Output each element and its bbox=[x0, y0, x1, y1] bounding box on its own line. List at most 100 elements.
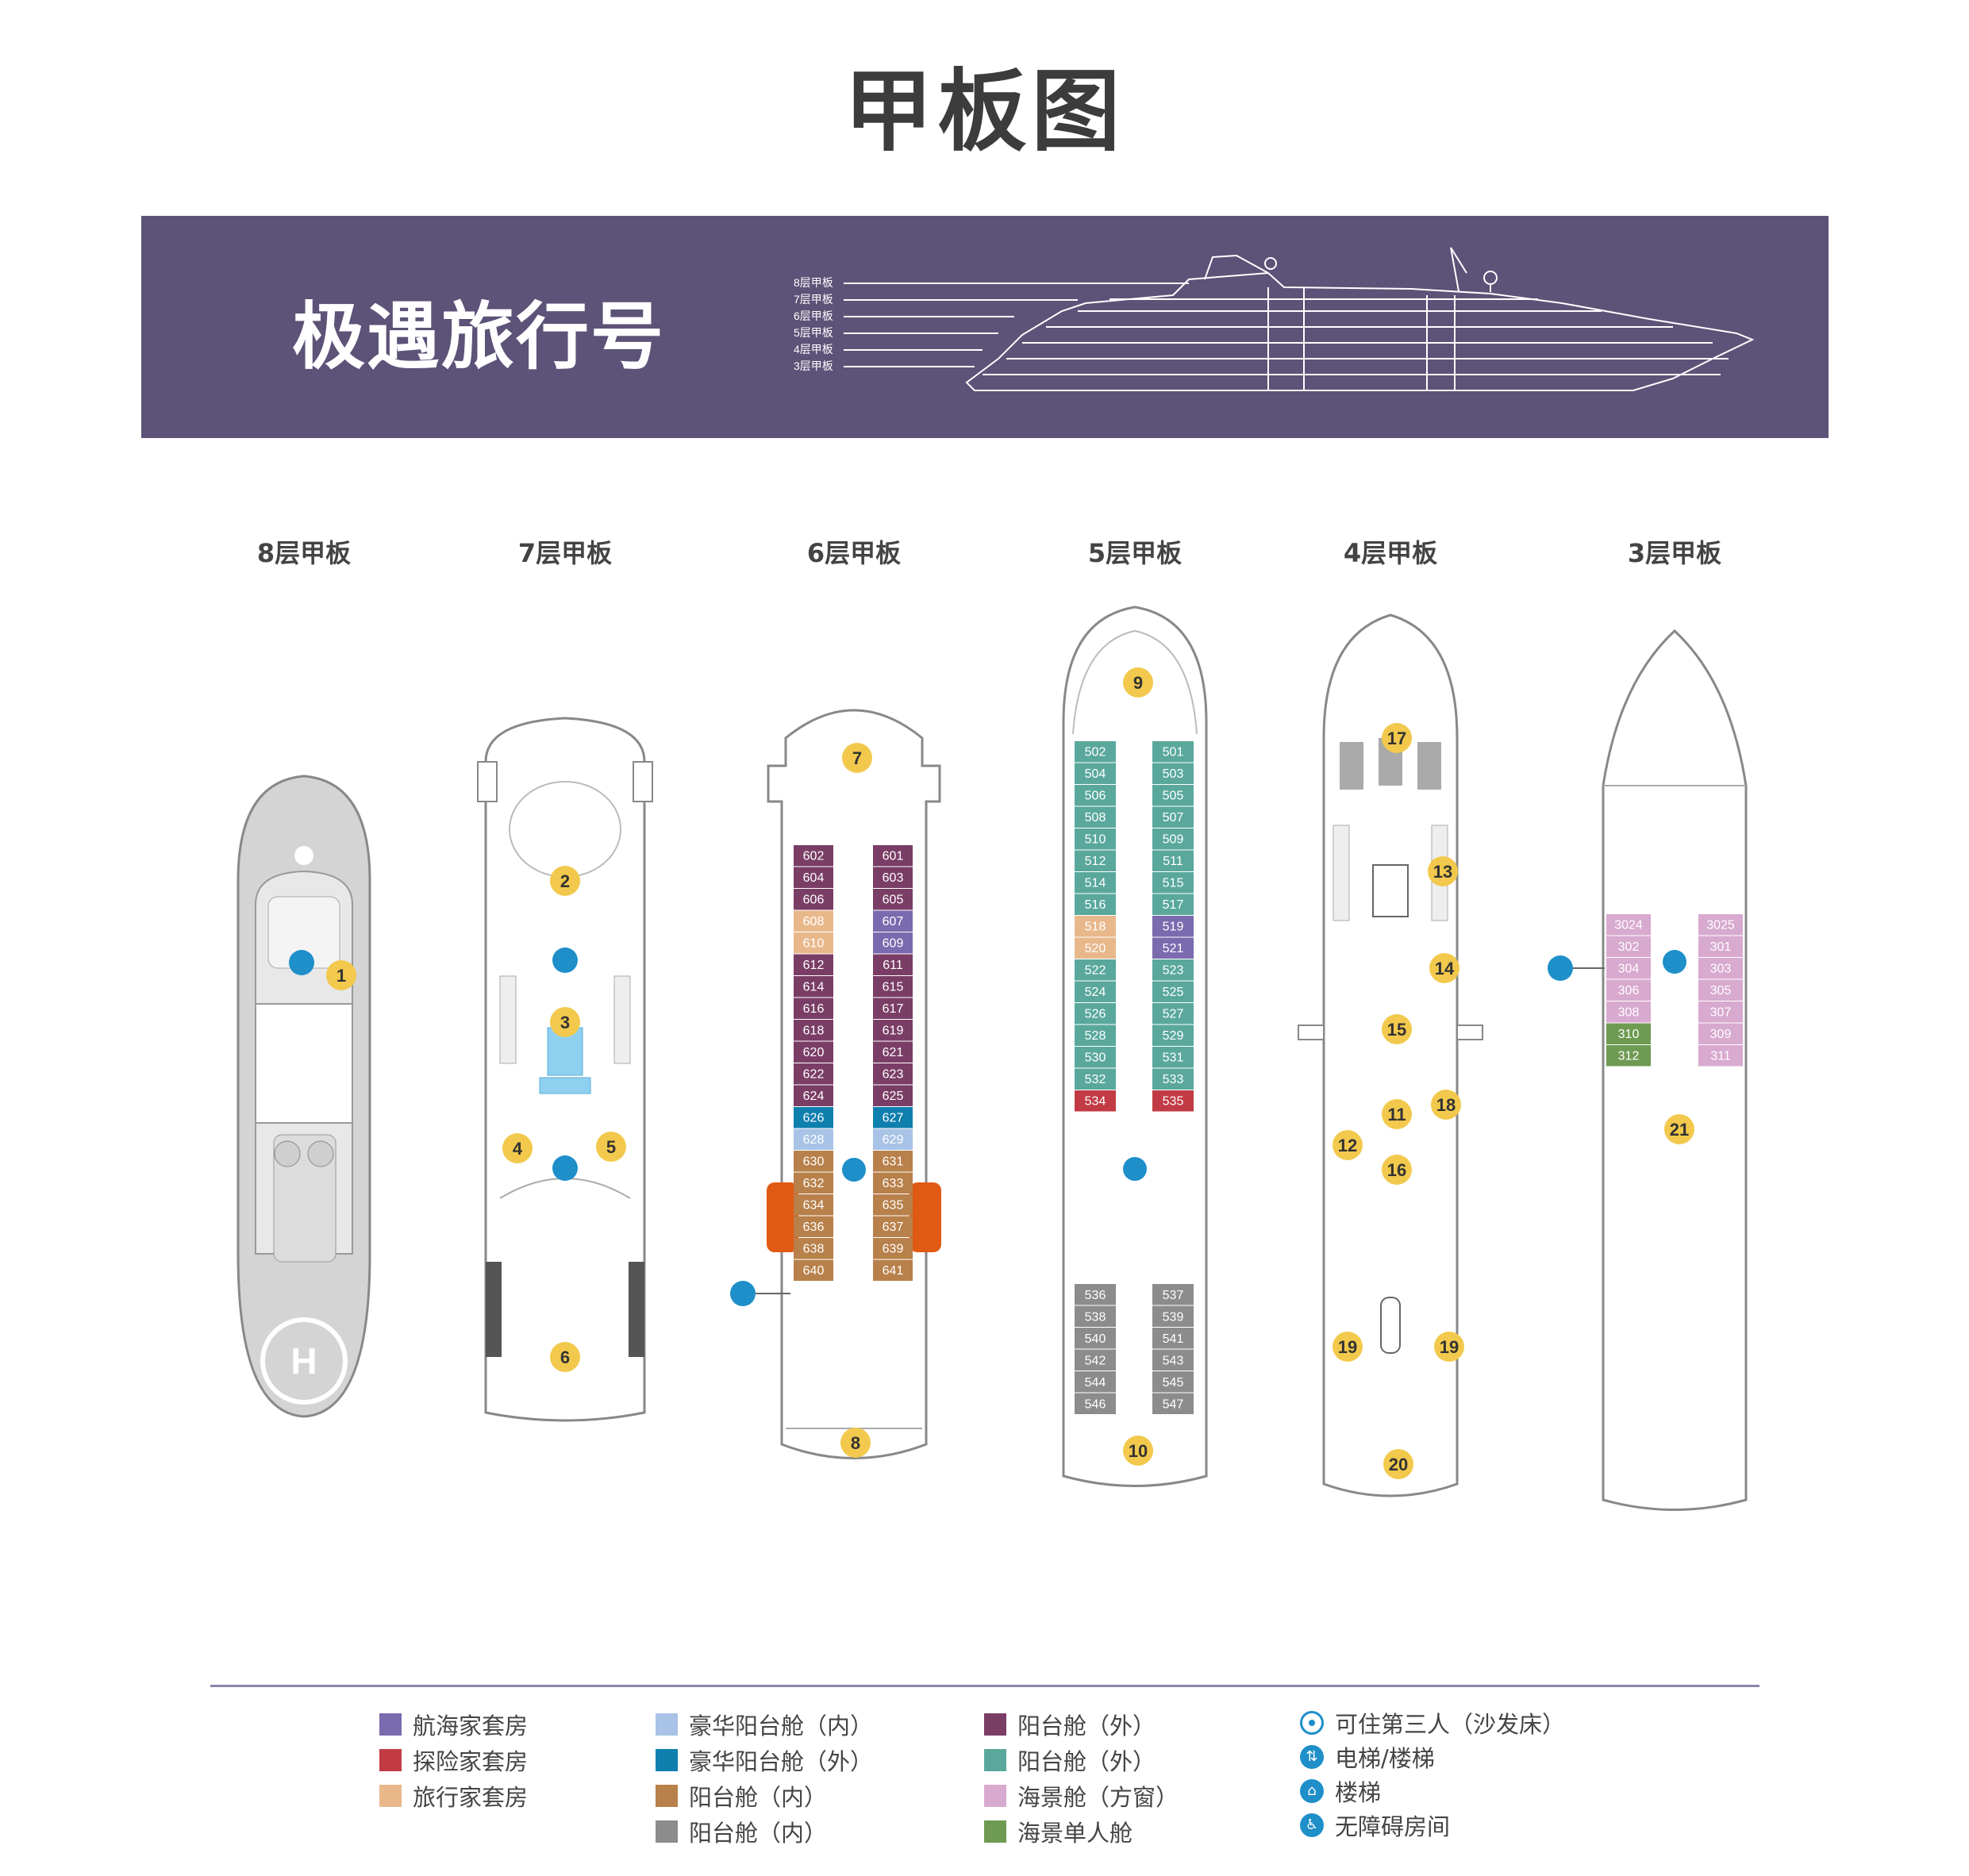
legend-label: 海景舱（方窗） bbox=[1017, 1784, 1179, 1811]
cabin-number: 311 bbox=[1710, 1050, 1731, 1063]
cabin-cell bbox=[1606, 1045, 1651, 1067]
profile-deck-label: 5层甲板 bbox=[794, 326, 833, 339]
cabin-cell bbox=[1152, 1305, 1194, 1327]
cabin-cell bbox=[1606, 979, 1651, 1001]
cabin-cell bbox=[873, 845, 913, 867]
cabin-cell bbox=[873, 932, 913, 954]
cabin-cell bbox=[794, 1041, 833, 1063]
cabin-cell bbox=[1075, 1284, 1116, 1305]
cabin-number: 304 bbox=[1618, 963, 1640, 976]
cabin-cell bbox=[1152, 850, 1194, 871]
cabin-cell bbox=[873, 1128, 913, 1150]
legend-label: 电梯/楼梯 bbox=[1335, 1745, 1435, 1772]
elevator-icon bbox=[1123, 1157, 1147, 1181]
deck-8-plan: H bbox=[237, 775, 371, 1418]
cabin-number: 525 bbox=[1163, 986, 1184, 999]
cabin-cell bbox=[1075, 1003, 1116, 1024]
cabin-cell bbox=[794, 1172, 833, 1194]
legend-item: ♿无障碍房间 bbox=[1300, 1809, 1450, 1842]
cabin-cell bbox=[873, 889, 913, 910]
legend-label: 旅行家套房 bbox=[413, 1784, 529, 1811]
cabin-cell bbox=[873, 1238, 913, 1259]
deck-5-plan: 5025045065085105125145165185205225245265… bbox=[1062, 605, 1208, 1487]
cabin-cell bbox=[794, 910, 833, 932]
profile-deck-label: 3层甲板 bbox=[794, 359, 833, 372]
sofa-bed-dot-icon bbox=[1300, 1711, 1324, 1735]
cabin-cell bbox=[873, 976, 913, 998]
cabin-cell bbox=[794, 1107, 833, 1128]
deck-7-title: 7层甲板 bbox=[517, 538, 613, 568]
legend-label: 可住第三人（沙发床） bbox=[1335, 1711, 1566, 1738]
cabin-cell bbox=[873, 998, 913, 1019]
cabin-number: 618 bbox=[803, 1024, 825, 1038]
cabin-number: 612 bbox=[803, 959, 825, 972]
cabin-cell bbox=[873, 954, 913, 975]
cabin-number: 630 bbox=[803, 1155, 825, 1169]
cabin-cell bbox=[873, 1107, 913, 1128]
cabin-number: 532 bbox=[1085, 1073, 1106, 1086]
helipad-letter: H bbox=[290, 1340, 317, 1382]
cabin-cell bbox=[794, 1020, 833, 1041]
cabin-number: 309 bbox=[1710, 1028, 1732, 1041]
cabin-number: 619 bbox=[883, 1024, 904, 1038]
cabin-number: 305 bbox=[1710, 984, 1732, 998]
deck-3-title: 3层甲板 bbox=[1627, 538, 1722, 568]
legend-item: ⇅电梯/楼梯 bbox=[1300, 1740, 1435, 1774]
profile-deck-label: 7层甲板 bbox=[794, 293, 833, 306]
marker-2: 2 bbox=[560, 871, 570, 891]
deck-4-plan bbox=[1298, 613, 1483, 1497]
cabin-cell bbox=[1606, 936, 1651, 957]
cabin-number: 511 bbox=[1163, 855, 1183, 868]
cabin-cell bbox=[1152, 1284, 1194, 1305]
cabin-number: 609 bbox=[883, 937, 904, 951]
cabin-number: 529 bbox=[1163, 1029, 1184, 1043]
cabin-number: 502 bbox=[1085, 746, 1106, 759]
cabin-cell bbox=[1075, 916, 1116, 937]
cabin-number: 520 bbox=[1085, 942, 1106, 955]
cabin-cell bbox=[1075, 959, 1116, 981]
cabin-number: 544 bbox=[1085, 1376, 1106, 1390]
cabin-cell bbox=[1075, 741, 1116, 763]
deck-5-title: 5层甲板 bbox=[1087, 538, 1183, 568]
cabin-cell bbox=[794, 932, 833, 954]
cabin-cell bbox=[873, 1194, 913, 1216]
legend-item: 可住第三人（沙发床） bbox=[1300, 1706, 1565, 1740]
stairs-icon bbox=[289, 950, 314, 975]
marker-5: 5 bbox=[606, 1137, 616, 1157]
cabin-number: 626 bbox=[803, 1112, 825, 1125]
cabin-cell bbox=[1606, 958, 1651, 979]
cabin-cell bbox=[1152, 981, 1194, 1002]
legend-label: 阳台舱（内） bbox=[689, 1784, 828, 1811]
legend-item: ⌂楼梯 bbox=[1300, 1774, 1381, 1808]
cabin-cell bbox=[1152, 916, 1194, 937]
cabin-cell bbox=[1075, 894, 1116, 915]
legend-label: 豪华阳台舱（外） bbox=[689, 1748, 874, 1775]
cabin-number: 3025 bbox=[1706, 919, 1735, 932]
cabin-number: 541 bbox=[1163, 1332, 1184, 1346]
legend-swatch bbox=[984, 1713, 1006, 1736]
cabin-number: 533 bbox=[1163, 1073, 1184, 1086]
marker-16: 16 bbox=[1387, 1160, 1406, 1180]
cabin-number: 527 bbox=[1163, 1008, 1184, 1021]
cabin-number: 501 bbox=[1163, 746, 1184, 759]
cabin-cell bbox=[1152, 959, 1194, 981]
marker-3: 3 bbox=[560, 1013, 570, 1032]
cabin-cell bbox=[794, 1085, 833, 1106]
marker-19: 19 bbox=[1440, 1337, 1459, 1357]
cabin-number: 517 bbox=[1163, 898, 1184, 912]
elevator-icon bbox=[552, 948, 578, 973]
cabin-number: 611 bbox=[883, 959, 903, 972]
page-title: 甲板图 bbox=[844, 60, 1125, 163]
cabin-cell bbox=[794, 867, 833, 888]
cabin-number: 534 bbox=[1085, 1095, 1106, 1109]
legend-swatch bbox=[656, 1820, 678, 1843]
cabin-number: 542 bbox=[1085, 1355, 1106, 1368]
cabin-cell bbox=[1152, 937, 1194, 959]
deck-8-title: 8层甲板 bbox=[256, 538, 352, 568]
marker-13: 13 bbox=[1433, 862, 1452, 882]
cabin-number: 301 bbox=[1710, 940, 1732, 954]
cabin-cell bbox=[873, 1172, 913, 1194]
cabin-cell bbox=[1698, 1023, 1743, 1044]
cabin-number: 504 bbox=[1085, 767, 1106, 781]
cabin-number: 518 bbox=[1085, 921, 1106, 934]
